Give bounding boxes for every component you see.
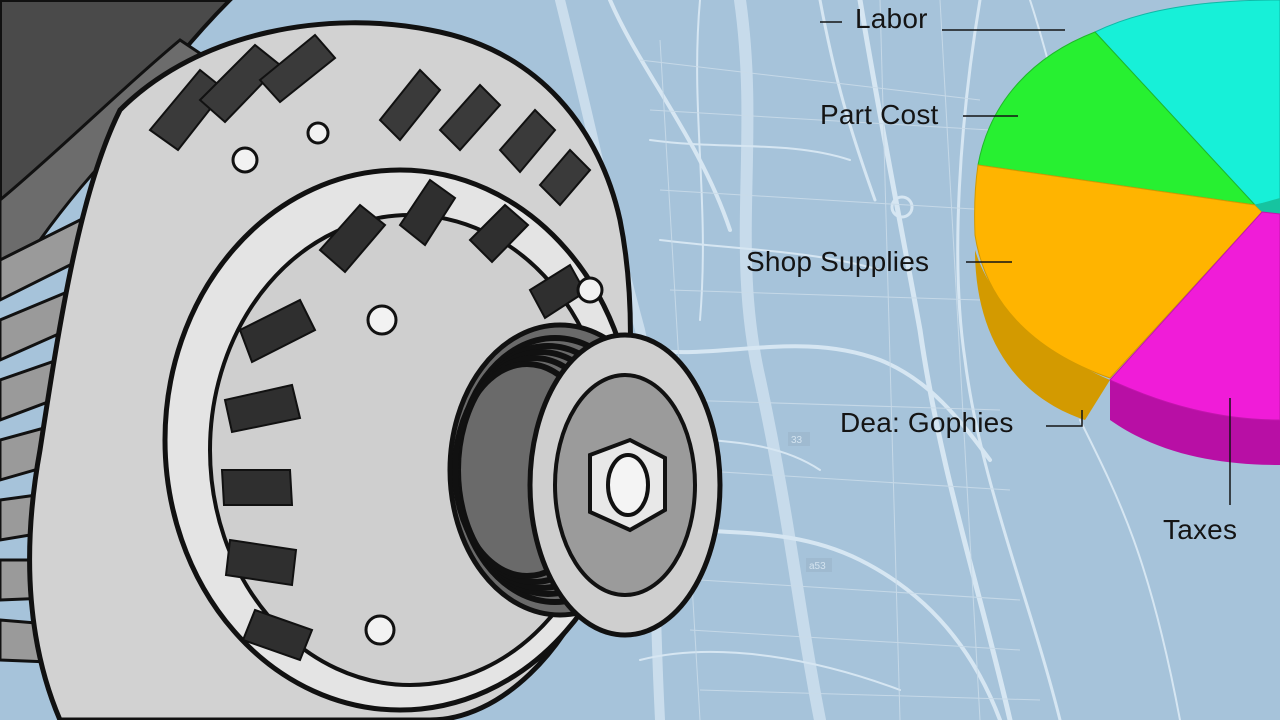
leader-dea-gophies — [1046, 410, 1083, 427]
pie-slice-taxes — [1109, 211, 1280, 421]
label-taxes: Taxes — [1163, 514, 1238, 545]
pie-slice-shop-supplies — [974, 164, 1263, 379]
pie-slice-shop-supplies-side — [975, 250, 1110, 420]
label-shop-supplies: Shop Supplies — [746, 246, 930, 277]
map-sign-a53: a53 — [809, 561, 826, 572]
label-labor: Labor — [855, 3, 928, 34]
pie-slice-dea-gophies — [1255, 198, 1280, 214]
map-sign-33: 33 — [791, 435, 803, 446]
label-part-cost: Part Cost — [820, 99, 939, 130]
pie-slice-taxes-side — [1110, 380, 1280, 465]
label-dea-gophies: Dea: Gophies — [840, 407, 1014, 438]
